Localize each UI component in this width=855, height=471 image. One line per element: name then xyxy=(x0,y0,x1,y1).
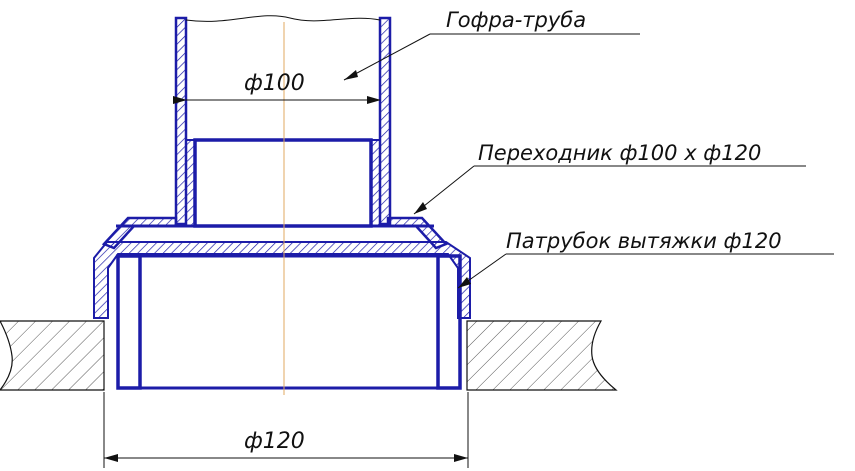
label-exhaust-pipe: Патрубок вытяжки ф120 xyxy=(506,229,782,253)
adapter-fitting xyxy=(101,138,449,250)
adapter-sleeve xyxy=(185,139,381,227)
leader-corrugated-pipe: Гофра-труба xyxy=(343,8,640,81)
dimension-outer: ф120 xyxy=(103,392,469,468)
ceiling-section-left xyxy=(0,320,105,391)
ceiling-section-right xyxy=(466,320,618,391)
dimension-inner: ф100 xyxy=(173,71,381,104)
leader-adapter: Переходник ф100 х ф120 xyxy=(413,141,806,215)
leader-exhaust-pipe: Патрубок вытяжки ф120 xyxy=(457,229,834,289)
dimension-outer-label: ф120 xyxy=(244,429,305,454)
corrugated-pipe xyxy=(174,15,392,226)
label-adapter: Переходник ф100 х ф120 xyxy=(478,141,761,165)
dimension-inner-label: ф100 xyxy=(244,71,305,96)
label-corrugated-pipe: Гофра-труба xyxy=(446,8,586,32)
exhaust-pipe-nozzle xyxy=(93,241,471,390)
